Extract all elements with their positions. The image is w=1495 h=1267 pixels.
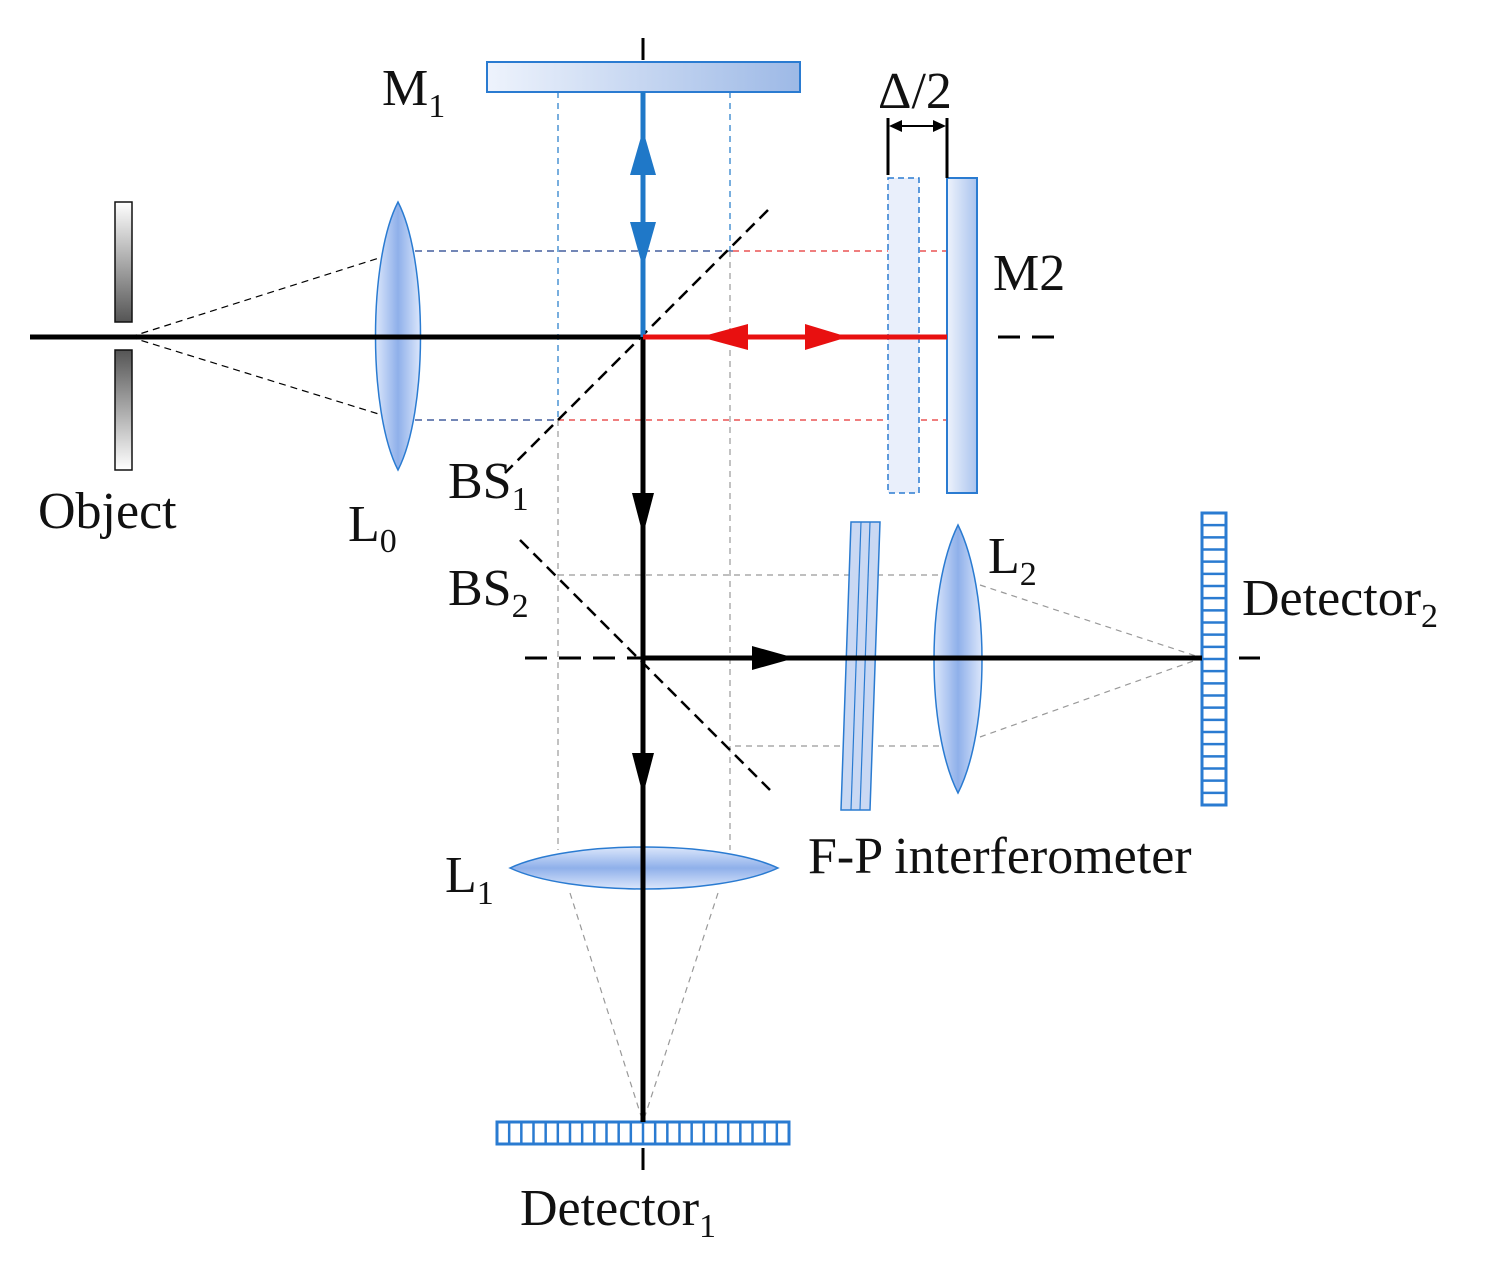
label-bs2: BS2	[448, 560, 529, 625]
label-l2: L2	[988, 528, 1037, 593]
label-l1: L1	[445, 847, 494, 912]
fp-interferometer	[840, 521, 881, 811]
label-m2: M2	[993, 245, 1065, 302]
detector-2	[1200, 511, 1228, 807]
label-object: Object	[38, 483, 177, 540]
detector-1	[495, 1120, 791, 1146]
label-l0: L0	[348, 496, 397, 560]
label-detector2: Detector2	[1242, 570, 1438, 635]
beam-splitter-1	[504, 209, 769, 474]
main-beams	[30, 334, 1202, 1122]
arrow-down-1	[632, 493, 654, 535]
m2-beam	[643, 324, 947, 350]
mirror-m1	[486, 61, 801, 93]
mirror-m2	[946, 177, 978, 494]
arrow-right-1	[752, 646, 795, 670]
label-fp-interferometer: F-P interferometer	[808, 828, 1192, 885]
guide-lines	[129, 92, 1203, 1123]
label-bs1: BS1	[448, 453, 529, 518]
delta-dimension	[886, 118, 949, 178]
object-slit	[114, 201, 133, 471]
label-delta: Δ/2	[878, 63, 952, 120]
label-m1: M1	[382, 60, 445, 125]
arrow-down-2	[632, 753, 654, 795]
label-detector1: Detector1	[520, 1180, 716, 1245]
m1-beam	[630, 92, 656, 337]
